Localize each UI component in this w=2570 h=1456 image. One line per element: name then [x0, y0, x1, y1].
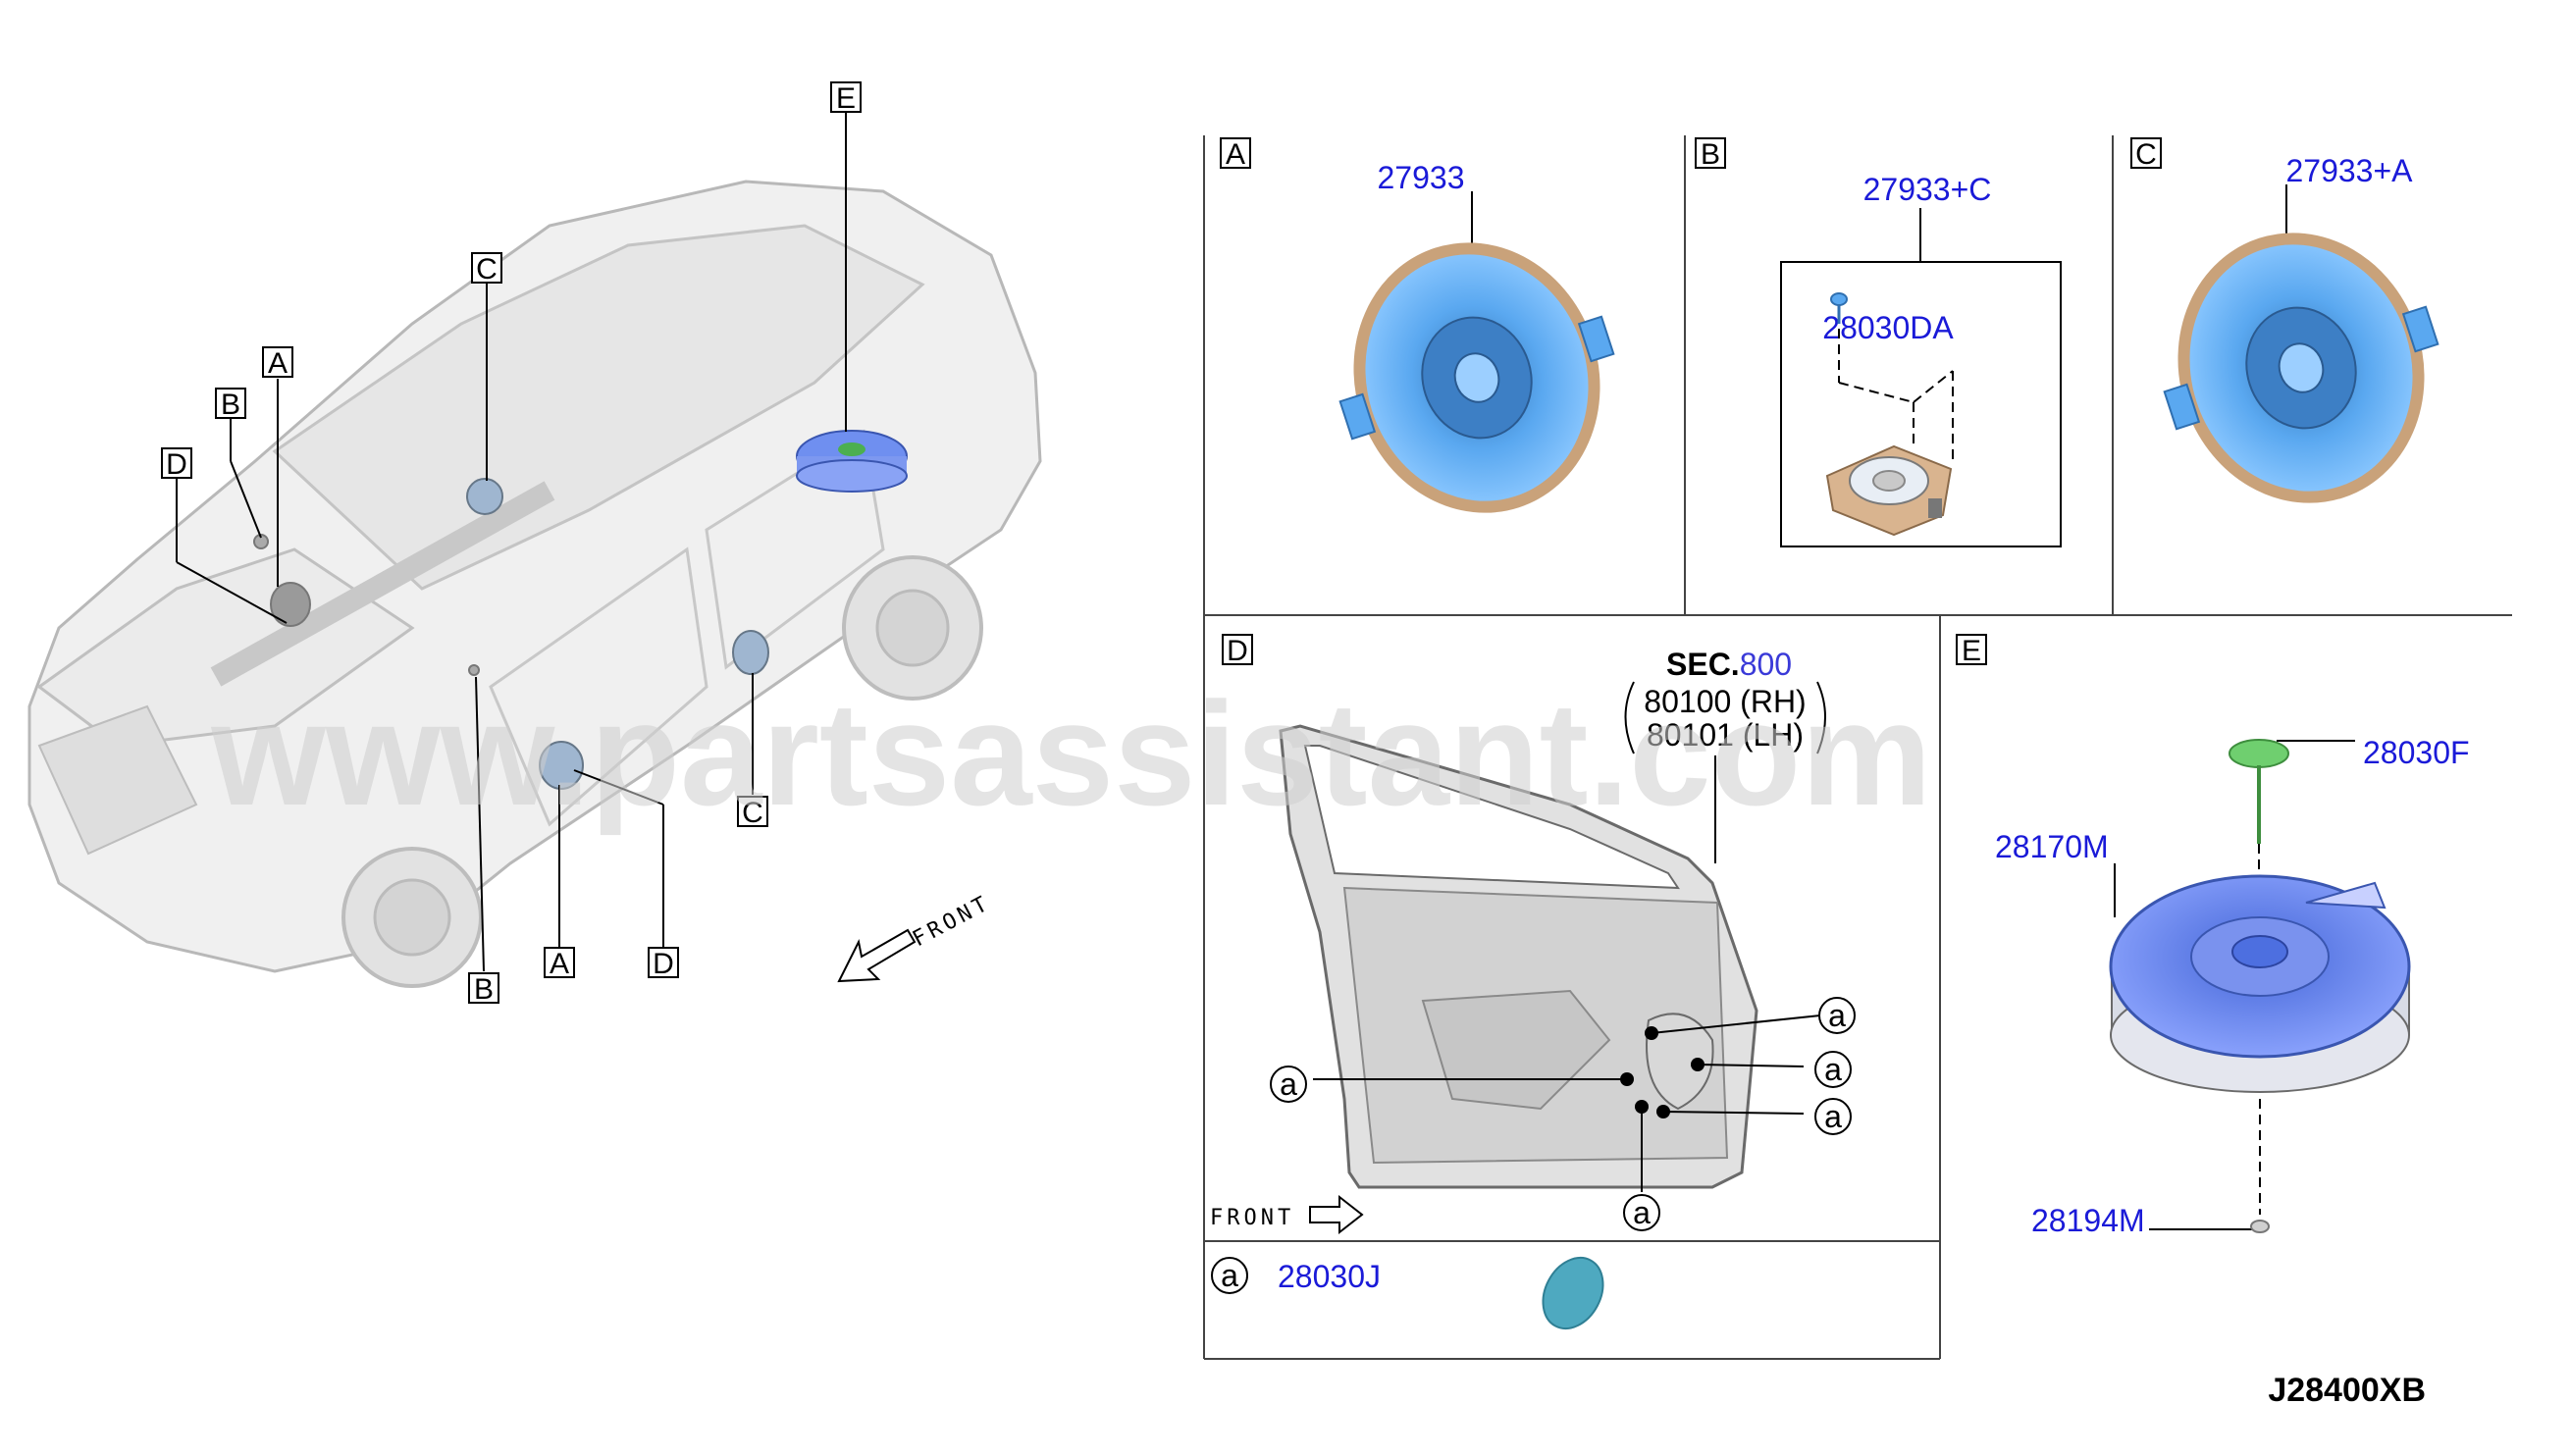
clip-marker[interactable]: a — [1270, 1066, 1307, 1103]
panel-clip: a 28030J — [1211, 1256, 1604, 1330]
screw-28030da — [1830, 292, 1848, 324]
svg-text:A: A — [550, 948, 569, 980]
panel-e: E 28030F 28170M 28194M — [1956, 634, 2470, 1238]
front-label: FRONT — [909, 891, 995, 953]
speaker-27933a — [2163, 233, 2439, 503]
callout-b-bottom[interactable]: B — [468, 972, 499, 1006]
panel-b-tag[interactable]: B — [1695, 137, 1726, 171]
speaker-27933 — [1338, 242, 1615, 513]
front-label-door: FRONT — [1210, 1206, 1294, 1230]
panel-b-inset — [1780, 261, 2062, 547]
door-rh-label[interactable]: 80100 (RH) — [1644, 684, 1806, 719]
svg-text:C: C — [742, 797, 763, 829]
part-28170m-label[interactable]: 28170M — [1995, 829, 2109, 864]
svg-text:A: A — [1226, 138, 1245, 171]
speaker-dash-a — [270, 582, 311, 627]
clip-marker[interactable]: a — [1818, 997, 1856, 1034]
watermark: www.partsassistant.com — [210, 671, 1931, 836]
panel-e-tag[interactable]: E — [1956, 634, 1987, 667]
tweeter-27933c — [1825, 444, 1953, 537]
svg-text:E: E — [836, 82, 856, 115]
panel-a-tag[interactable]: A — [1220, 137, 1251, 171]
sec-prefix: SEC.800 — [1666, 647, 1792, 682]
speaker-door-a — [539, 741, 584, 790]
front-arrow-door — [1309, 1194, 1364, 1235]
car-roof — [272, 224, 925, 591]
diagram-code: J28400XB — [2268, 1372, 2426, 1409]
speaker-rear-c — [466, 478, 503, 515]
clip-28030f — [2229, 739, 2289, 844]
svg-text:a: a — [1824, 1052, 1842, 1087]
svg-text:a: a — [1280, 1066, 1297, 1102]
panel-d: D SEC.800 80100 (RH) 80101 (LH) a — [1210, 634, 1856, 1235]
callout-b-top[interactable]: B — [215, 388, 246, 421]
callout-a-bottom[interactable]: A — [544, 947, 575, 980]
callout-d-top[interactable]: D — [161, 447, 192, 481]
clip-marker[interactable]: a — [1814, 1051, 1852, 1088]
svg-text:B: B — [474, 973, 494, 1006]
callout-c-bottom[interactable]: C — [737, 796, 768, 829]
callout-c-top[interactable]: C — [471, 252, 502, 286]
svg-text:a: a — [1633, 1195, 1651, 1230]
callout-a-top[interactable]: A — [262, 346, 293, 380]
part-28030j-label[interactable]: 28030J — [1278, 1259, 1381, 1294]
tweeter-b — [253, 534, 269, 549]
clip-marker[interactable]: a — [1814, 1098, 1852, 1135]
panel-c-tag[interactable]: C — [2130, 137, 2162, 171]
svg-text:a: a — [1824, 1099, 1842, 1134]
svg-text:a: a — [1221, 1258, 1238, 1293]
svg-text:D: D — [166, 448, 187, 481]
dash-beam — [210, 481, 555, 687]
grommet-28194m — [2250, 1220, 2270, 1233]
svg-text:B: B — [221, 389, 240, 421]
svg-text:A: A — [268, 347, 288, 380]
clip-marker[interactable]: a — [1623, 1194, 1660, 1231]
svg-text:a: a — [1828, 998, 1846, 1033]
speaker-door-c — [732, 630, 769, 675]
clip-marker-legend[interactable]: a — [1211, 1257, 1248, 1294]
pad-28030j — [1542, 1256, 1604, 1330]
svg-text:C: C — [476, 253, 498, 286]
callout-d-bottom[interactable]: D — [648, 947, 679, 980]
svg-text:B: B — [1701, 138, 1720, 171]
svg-text:D: D — [1227, 635, 1248, 667]
svg-text:E: E — [1962, 635, 1981, 667]
svg-text:C: C — [2135, 138, 2157, 171]
car-view: E C A B D C A D — [27, 81, 1042, 1006]
front-arrow: FRONT — [837, 891, 995, 983]
panel-a: A 27933 — [1220, 137, 1615, 513]
panel-b: B 27933+C 28030DA — [1695, 137, 2062, 547]
sec-number: 800 — [1740, 647, 1792, 682]
part-28030da-label[interactable]: 28030DA — [1822, 310, 1954, 345]
panel-d-tag[interactable]: D — [1222, 634, 1253, 667]
panel-c: C 27933+A — [2130, 137, 2439, 503]
svg-text:D: D — [653, 948, 674, 980]
part-27933c-label[interactable]: 27933+C — [1863, 172, 1992, 207]
part-27933-label[interactable]: 27933 — [1378, 160, 1465, 195]
part-28194m-label[interactable]: 28194M — [2031, 1203, 2145, 1238]
grille — [37, 704, 198, 856]
callout-e[interactable]: E — [830, 81, 862, 115]
panel-frames — [1203, 135, 2512, 1360]
door-lh-label[interactable]: 80101 (LH) — [1647, 717, 1804, 753]
part-27933a-label[interactable]: 27933+A — [2285, 153, 2413, 188]
part-28030f-label[interactable]: 28030F — [2363, 735, 2470, 770]
woofer-28170m — [2109, 874, 2411, 1093]
